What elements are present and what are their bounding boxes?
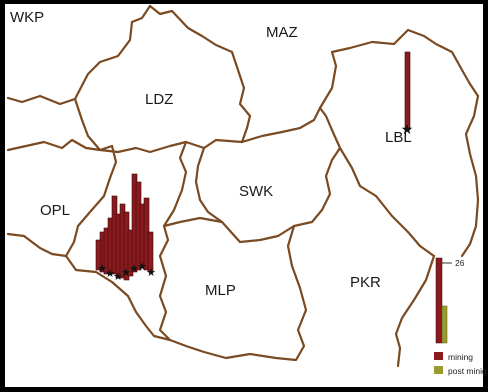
legend-mining-swatch — [434, 352, 443, 360]
cluster-markers: ★ ★ ★ ★ ★ ★ ★ — [97, 260, 156, 283]
mining-cluster — [95, 173, 154, 281]
cluster-star-icon: ★ — [129, 262, 139, 275]
lbl-star-icon: ★ — [401, 122, 414, 138]
border-lbl-bottom — [338, 146, 436, 258]
region-borders — [6, 4, 480, 368]
region-label-pkr: PKR — [350, 274, 381, 291]
border-wkp-ldz — [6, 4, 152, 106]
border-slk-right — [158, 140, 188, 342]
border-opl-slk — [64, 144, 118, 284]
legend-mining-label: mining — [448, 352, 473, 362]
region-label-lbl: LBL — [385, 129, 412, 146]
legend: 26 mining post minig — [434, 257, 487, 376]
cluster-star-icon: ★ — [121, 266, 131, 279]
border-opl-left — [6, 232, 68, 258]
region-label-maz: MAZ — [266, 24, 298, 41]
region-label-opl: OPL — [40, 202, 70, 219]
border-swk-top — [240, 106, 322, 144]
lbl-mining-bar — [404, 51, 411, 131]
border-lbl-right — [460, 94, 480, 258]
border-slk-bottom — [110, 280, 172, 342]
map-background — [5, 4, 483, 387]
border-maz-lbl — [318, 28, 480, 110]
cluster-star-icon: ★ — [146, 266, 156, 279]
region-label-ldz: LDZ — [145, 91, 173, 108]
legend-post-mining-scale-bar — [441, 305, 448, 344]
region-label-swk: SWK — [239, 183, 273, 200]
border-ldz-maz — [148, 4, 252, 144]
border-ldz-bottom — [73, 97, 244, 154]
legend-scale-value: 26 — [455, 258, 465, 268]
border-pkr-right — [394, 254, 436, 368]
cluster-star-icon: ★ — [105, 267, 115, 280]
cluster-bar — [147, 231, 154, 273]
cluster-star-icon: ★ — [137, 260, 147, 273]
border-mlp — [162, 216, 224, 228]
region-label-mlp: MLP — [205, 282, 236, 299]
region-label-wkp: WKP — [10, 9, 44, 26]
cluster-star-icon: ★ — [97, 262, 107, 275]
border-wkp-opl — [6, 138, 114, 152]
cluster-star-icon: ★ — [113, 270, 123, 283]
legend-post-mining-label: post minig — [448, 366, 487, 376]
legend-post-mining-swatch — [434, 366, 443, 374]
cluster-bar — [95, 239, 102, 271]
border-mlp-pkr — [168, 224, 308, 362]
legend-mining-scale-bar — [435, 257, 443, 344]
